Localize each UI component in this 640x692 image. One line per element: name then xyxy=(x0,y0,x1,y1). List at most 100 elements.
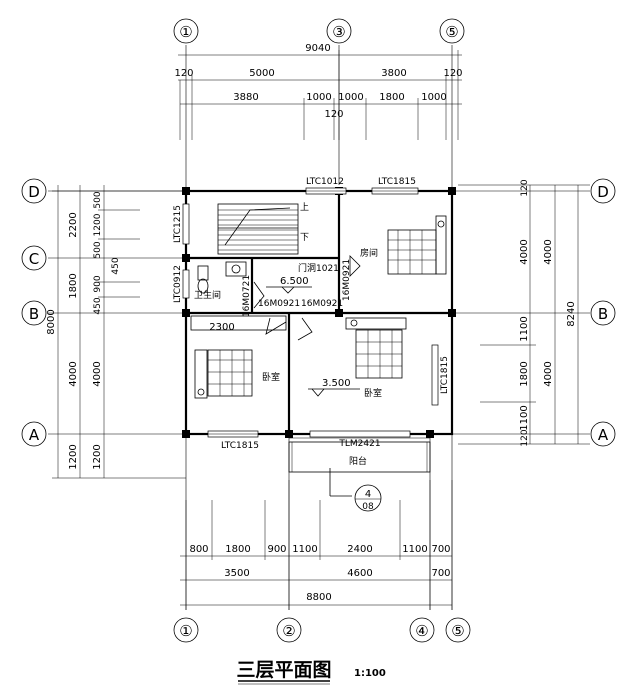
dim-text: 120 xyxy=(324,109,343,120)
toilet-bowl xyxy=(197,278,209,294)
balcony-door xyxy=(309,430,411,438)
room-label: 卧室 xyxy=(262,371,280,383)
stair-up-label: 上 xyxy=(300,202,309,213)
dim-text: 8800 xyxy=(306,592,331,603)
door-swing xyxy=(265,317,287,335)
axis-label: A xyxy=(29,426,40,444)
dim-text: 1800 xyxy=(225,544,250,555)
dim-text: 500 xyxy=(93,191,103,208)
axis-bubble-top-1: ① xyxy=(173,18,199,44)
drawing-title: 三层平面图 1:100 xyxy=(236,659,386,685)
stair-down-label: 下 xyxy=(300,233,309,243)
dim-text: 3880 xyxy=(233,92,258,103)
dim-text: 4000 xyxy=(543,361,554,386)
nightstand xyxy=(194,349,208,399)
room-label: 房间 xyxy=(360,247,378,259)
window-left-2 xyxy=(182,269,190,299)
dim-text: 1100 xyxy=(402,544,427,555)
dim-text: 4000 xyxy=(92,361,103,386)
scale-text: 1:100 xyxy=(354,668,386,679)
title-text: 三层平面图 xyxy=(236,659,331,681)
door-label: 门洞1021 xyxy=(298,262,339,274)
labels: LTC1012 LTC1815 LTC1215 LTC0912 LTC1815 … xyxy=(173,177,450,451)
dim-text: 800 xyxy=(189,544,208,555)
dim-text: 3800 xyxy=(381,68,406,79)
window-label: LTC1815 xyxy=(378,177,416,187)
axis-label: ④ xyxy=(415,622,428,640)
dim-text: 8000 xyxy=(46,309,57,334)
column xyxy=(182,309,190,317)
bed-frame xyxy=(387,229,437,275)
dim-text: 500 xyxy=(93,241,103,258)
dim-text: 1800 xyxy=(379,92,404,103)
column xyxy=(426,430,434,438)
axis-label: D xyxy=(28,183,40,201)
dim-text: 700 xyxy=(431,544,450,555)
axis-bubble-bottom-4: ④ xyxy=(409,617,435,643)
dim-text: 120 xyxy=(520,429,530,446)
window-label: LTC1012 xyxy=(306,177,344,187)
detail-number: 4 xyxy=(365,489,371,500)
column xyxy=(285,430,293,438)
dim-text: 450 xyxy=(93,297,103,314)
dim-text: 5000 xyxy=(249,68,274,79)
nightstand xyxy=(345,317,407,330)
door-label: TLM2421 xyxy=(338,439,380,449)
dim-text: 900 xyxy=(267,544,286,555)
room-label: 卫生间 xyxy=(194,289,221,301)
toilet-tank xyxy=(197,265,209,281)
room-label: 卧室 xyxy=(364,387,382,399)
axis-label: D xyxy=(597,183,609,201)
axis-label: ⑤ xyxy=(445,23,458,41)
window-right xyxy=(431,344,439,406)
dim-text: 1000 xyxy=(306,92,331,103)
dim-text: 2400 xyxy=(347,544,372,555)
column xyxy=(335,309,343,317)
axis-bubble-top-3: ③ xyxy=(326,18,352,44)
door-label: 16M0921 xyxy=(301,299,343,309)
door-label: 16M0721 xyxy=(242,275,252,317)
dim-text: 1100 xyxy=(519,405,530,430)
axis-bubble-top-5: ⑤ xyxy=(439,18,465,44)
dim-text: 120 xyxy=(520,179,530,196)
dim-text: 4000 xyxy=(543,239,554,264)
windows xyxy=(182,187,439,438)
detail-sheet: 08 xyxy=(362,502,374,512)
elevation-marker-2: 3.500 xyxy=(308,378,360,397)
elevation-text: 6.500 xyxy=(280,276,309,287)
detail-bubble xyxy=(354,484,382,512)
dim-text: 900 xyxy=(93,275,103,292)
stair-outline xyxy=(217,203,299,255)
column xyxy=(182,430,190,438)
bed-ws1 xyxy=(194,317,287,399)
stair: 上 下 xyxy=(217,202,309,255)
dim-text: 3500 xyxy=(224,568,249,579)
dim-text: 8240 xyxy=(566,301,577,326)
door-label: 16M0921 xyxy=(258,299,300,309)
dimension-chain-top: 9040 120 5000 3800 120 3880 1000 1000 18… xyxy=(174,43,463,140)
axis-bubble-bottom-2: ② xyxy=(276,617,302,643)
nightstand xyxy=(435,215,447,275)
window-left-1 xyxy=(182,203,190,245)
dimension-chain-left: 2200 1800 4000 1200 500 1200 500 900 450… xyxy=(46,185,186,479)
axis-label: ① xyxy=(179,23,192,41)
axis-bubble-left-B: B xyxy=(21,300,47,326)
window-label: LTC1215 xyxy=(173,205,183,243)
dim-text: 1200 xyxy=(93,213,103,236)
door-label: 16M0921 xyxy=(342,259,352,301)
inner-ledge xyxy=(190,315,287,331)
column xyxy=(448,309,456,317)
balcony-label: 阳台 xyxy=(349,455,367,467)
dim-text: 2300 xyxy=(209,322,234,333)
axis-bubble-right-A: A xyxy=(590,421,616,447)
dim-text: 4000 xyxy=(68,361,79,386)
dim-text: 1800 xyxy=(68,273,79,298)
dim-text: 4000 xyxy=(519,239,530,264)
dim-text: 1100 xyxy=(519,316,530,341)
axis-label: B xyxy=(598,305,608,323)
elevation-text: 3.500 xyxy=(322,378,351,389)
bed-frame xyxy=(207,349,253,397)
stair-break-line xyxy=(224,207,291,246)
axis-label: B xyxy=(29,305,39,323)
